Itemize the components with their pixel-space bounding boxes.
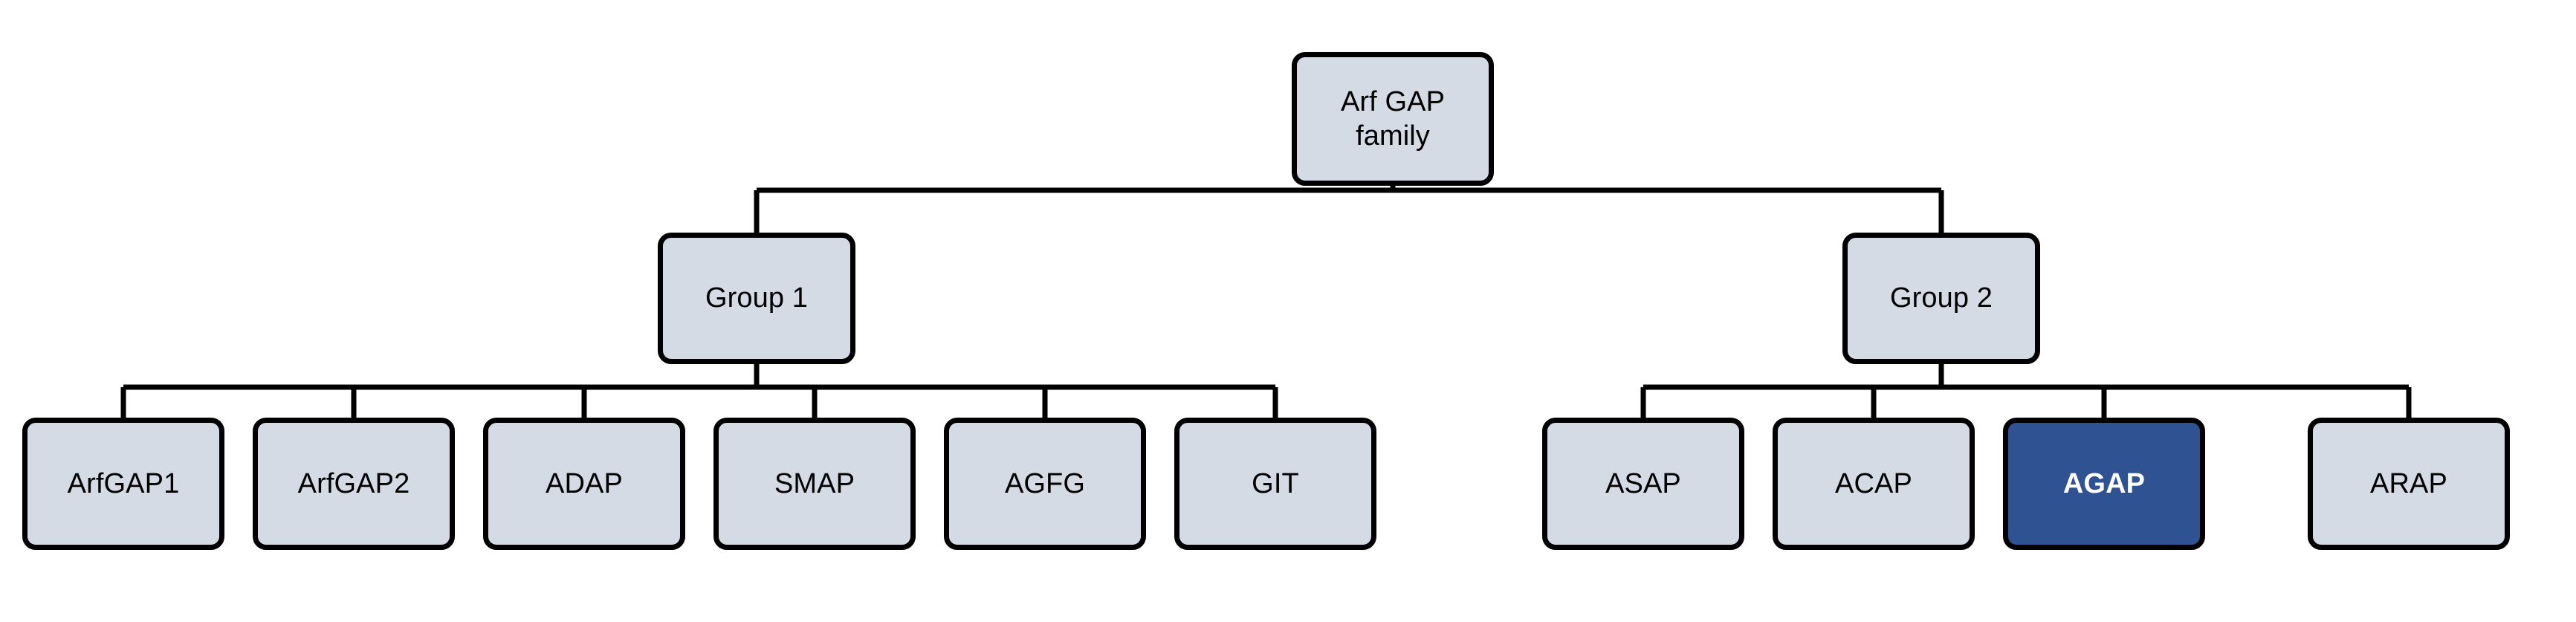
node-arfgap2[interactable]: ArfGAP2 (253, 418, 455, 550)
node-group-1[interactable]: Group 1 (658, 233, 855, 364)
node-label: ARAP (2370, 467, 2447, 499)
node-label: AGAP (2062, 467, 2146, 499)
node-agfg[interactable]: AGFG (944, 418, 1146, 550)
node-root-arf-gap-family[interactable]: Arf GAP family (1292, 52, 1494, 186)
node-label: Arf GAP family (1340, 85, 1446, 152)
node-label: SMAP (774, 467, 855, 499)
node-label: ASAP (1605, 467, 1681, 499)
node-label: AGFG (1004, 467, 1086, 499)
node-label: ADAP (546, 467, 623, 499)
node-group-2[interactable]: Group 2 (1842, 233, 2040, 364)
node-asap[interactable]: ASAP (1542, 418, 1744, 550)
node-label: Group 2 (1889, 282, 1993, 314)
node-arfgap1[interactable]: ArfGAP1 (22, 418, 224, 550)
node-adap[interactable]: ADAP (483, 418, 685, 550)
node-acap[interactable]: ACAP (1773, 418, 1975, 550)
node-label: GIT (1252, 467, 1299, 499)
node-git[interactable]: GIT (1174, 418, 1376, 550)
node-agap[interactable]: AGAP (2003, 418, 2205, 550)
node-label: ACAP (1835, 467, 1912, 499)
node-label: ArfGAP2 (297, 467, 410, 499)
node-label: ArfGAP1 (67, 467, 180, 499)
node-smap[interactable]: SMAP (713, 418, 916, 550)
node-arap[interactable]: ARAP (2308, 418, 2510, 550)
node-label: Group 1 (705, 282, 808, 314)
